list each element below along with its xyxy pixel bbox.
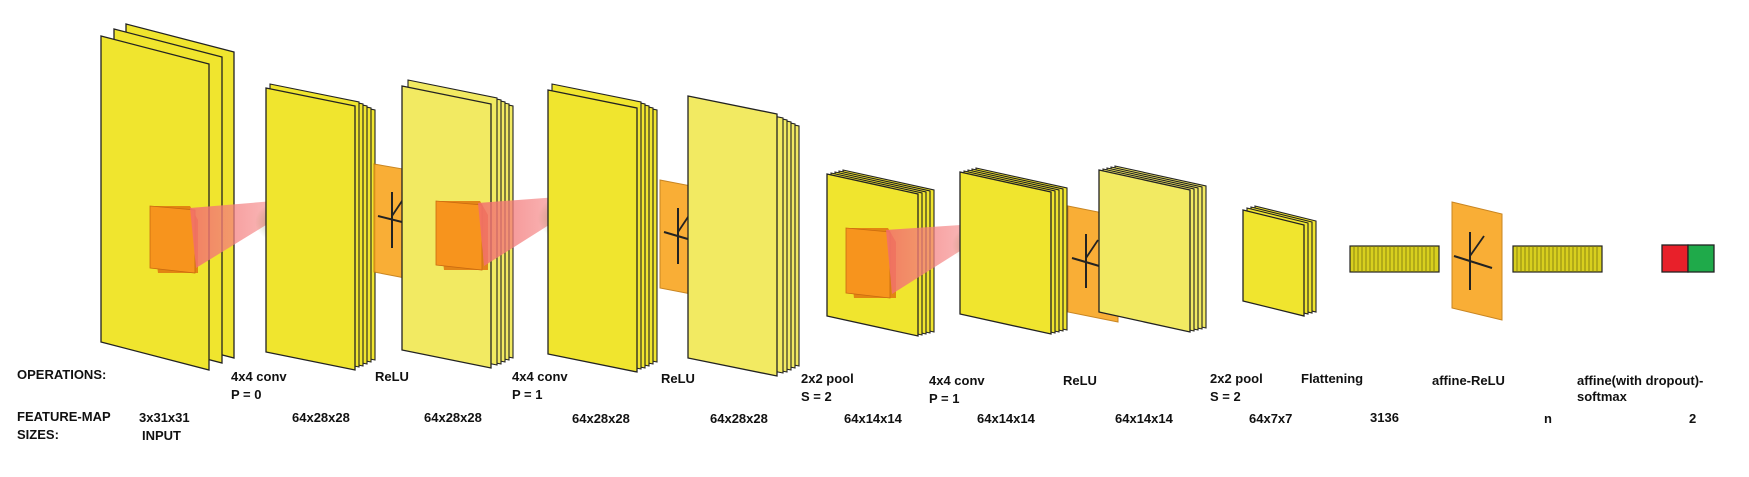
op-11-name: affine(with dropout)-softmax [1577, 373, 1704, 404]
size-relu2: 64x28x28 [710, 411, 768, 426]
size-pool2: 64x7x7 [1249, 411, 1293, 426]
op-5-param: S = 2 [801, 389, 832, 404]
feature-map-conv2 [547, 83, 658, 373]
size-pool1: 64x14x14 [844, 411, 902, 426]
op-4-name: ReLU [661, 371, 695, 386]
op-6-param: P = 1 [929, 391, 960, 406]
flattened-vector [1349, 245, 1440, 273]
feature-map-row-label-line1: FEATURE-MAP [17, 409, 111, 424]
input-label: INPUT [142, 428, 181, 443]
op-1-name: 4x4 conv [231, 369, 287, 384]
feature-map-conv1 [265, 83, 376, 371]
feature-map-pool2 [1242, 205, 1317, 317]
op-8-param: S = 2 [1210, 389, 1241, 404]
size-hidden: n [1544, 411, 1552, 426]
size-output: 2 [1689, 411, 1697, 426]
feature-map-relu1 [401, 79, 514, 369]
op-8-name: 2x2 pool [1210, 371, 1263, 386]
input-volume [100, 23, 235, 371]
operations-row-label: OPERATIONS: [17, 367, 107, 382]
op-10-name: affine-ReLU [1432, 373, 1505, 388]
size-input: 3x31x31 [139, 410, 190, 425]
output-class-red [1661, 244, 1689, 273]
feature-map-row-label-line2: SIZES: [17, 427, 59, 442]
op-5-name: 2x2 pool [801, 371, 854, 386]
kernel-cube-3 [845, 227, 896, 299]
size-conv1: 64x28x28 [292, 410, 350, 425]
kernel-cube-1 [149, 205, 198, 274]
op-7-name: ReLU [1063, 373, 1097, 388]
output-vector [1661, 244, 1715, 273]
feature-map-relu3 [1098, 165, 1207, 333]
size-relu3: 64x14x14 [1115, 411, 1173, 426]
size-conv3: 64x14x14 [977, 411, 1035, 426]
op-1-param: P = 0 [231, 387, 262, 402]
op-3-param: P = 1 [512, 387, 543, 402]
size-flatten: 3136 [1370, 410, 1399, 425]
affine-relu-plane [1451, 201, 1503, 321]
hidden-vector [1512, 245, 1603, 273]
kernel-cube-2 [435, 200, 488, 271]
feature-map-conv3 [959, 167, 1068, 335]
op-2-name: ReLU [375, 369, 409, 384]
size-conv2: 64x28x28 [572, 411, 630, 426]
op-3-name: 4x4 conv [512, 369, 568, 384]
op-9-name: Flattening [1301, 371, 1364, 386]
size-relu1: 64x28x28 [424, 410, 482, 425]
feature-map-relu2 [687, 95, 800, 377]
op-6-name: 4x4 conv [929, 373, 985, 388]
output-class-green [1687, 244, 1715, 273]
